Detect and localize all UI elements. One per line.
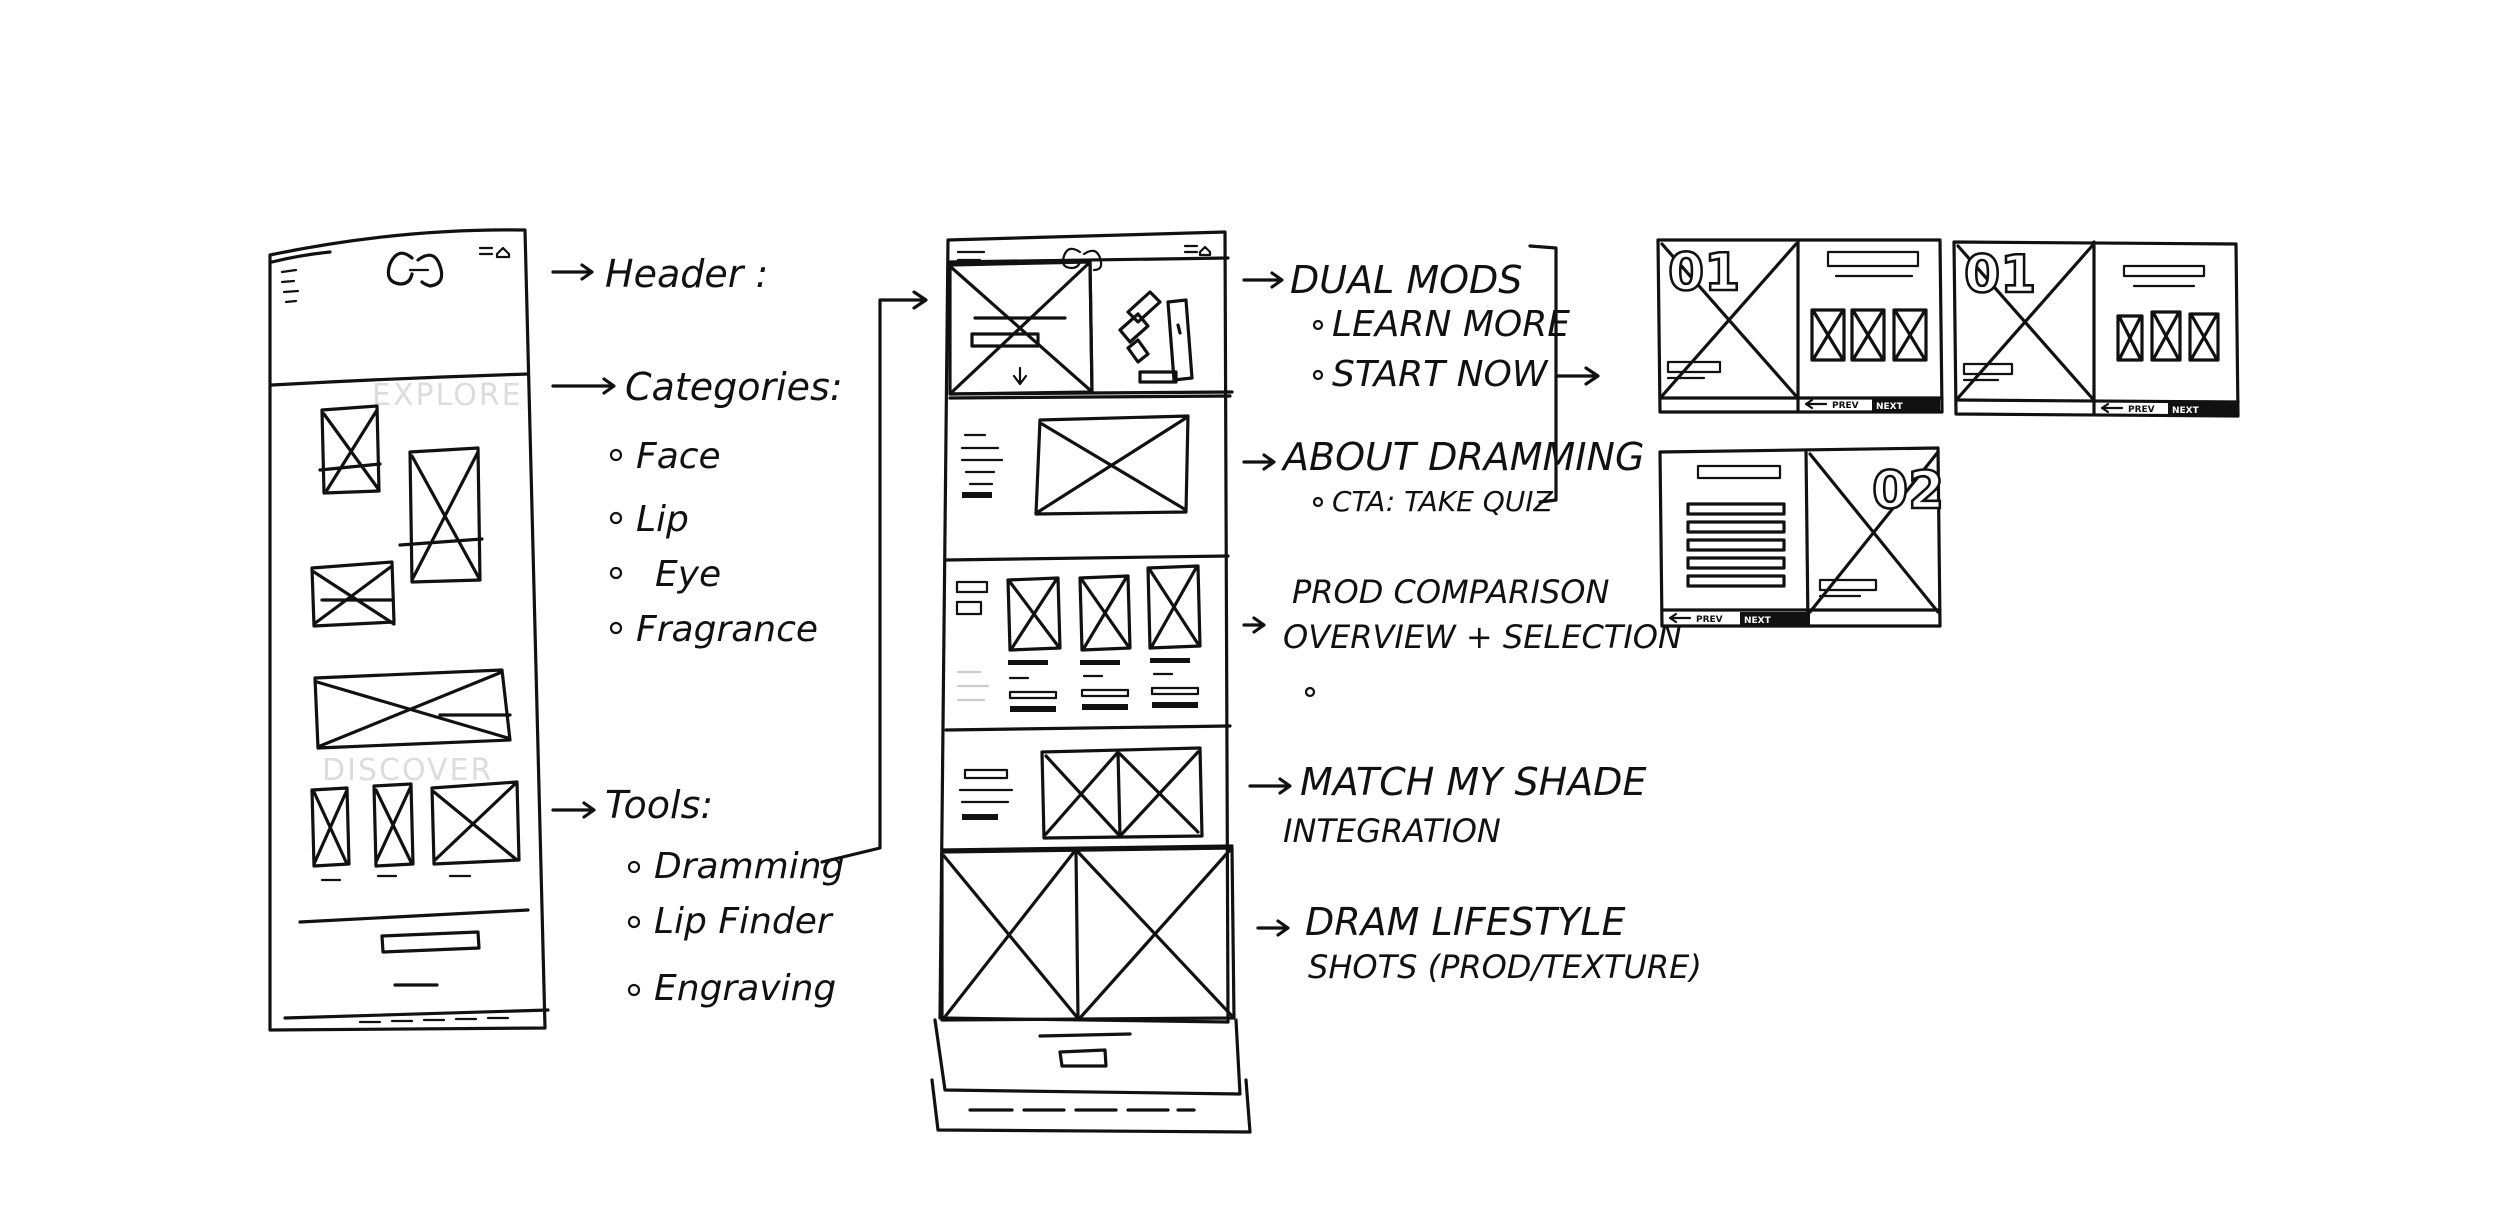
note-header: Header : [605,252,768,296]
tool-item: Lip Finder [654,901,834,942]
dramming-notes: DUAL MODS LEARN MORE START NOW ABOUT DRA… [1242,244,1702,986]
watermark-discover: DISCOVER [322,753,493,788]
next-button[interactable]: NEXT [1744,616,1772,626]
arrow-tools-icon [551,801,596,819]
homepage-notes: Header : Categories: Face Lip Eye Fragra… [551,252,928,1009]
dual-mods-item: START NOW [1332,354,1549,395]
quiz-card-1: 01 PREV NEXT [1656,238,1944,414]
arrow-dram-icon [1256,919,1290,937]
note-tools: Tools: [605,783,713,827]
arrow-quiz-icon [1554,366,1600,386]
category-item: Face [636,436,721,477]
brand-logo-icon [386,251,444,288]
quiz-card-2: 01 PREV NEXT [1952,240,2240,418]
card-number: 01 [1964,245,2036,305]
prev-button[interactable]: PREV [1696,615,1723,625]
tool-item: Engraving [654,968,836,1009]
arrow-header-icon [551,263,594,281]
category-list: Face Lip Eye Fragrance [609,436,818,650]
next-button[interactable]: NEXT [1876,402,1904,412]
brand-logo-icon [1061,247,1103,272]
note-match-line2: INTEGRATION [1283,812,1501,850]
prev-button[interactable]: PREV [1832,401,1859,411]
note-dram-line2: SHOTS (PROD/TEXTURE) [1308,948,1702,986]
note-prod-comparison-line1: PROD COMPARISON [1292,573,1609,611]
about-item: CTA: TAKE QUIZ [1332,485,1554,518]
card-number: 01 [1668,243,1740,303]
card-number: 02 [1872,461,1944,521]
arrow-prod-icon [1242,616,1266,634]
quiz-card-3: 02 PREV NEXT [1658,446,1946,628]
note-categories: Categories: [625,365,843,409]
category-item: Fragrance [636,609,818,650]
category-item: Lip [636,499,689,540]
bracket-icon [1528,244,1558,504]
watermark-explore: EXPLORE [372,378,523,413]
product-illustration [1118,290,1194,384]
note-about-dramming: ABOUT DRAMMING [1280,435,1644,479]
arrow-categories-icon [551,377,616,395]
arrow-dual-mods-icon [1242,271,1284,289]
note-dram-line1: DRAM LIFESTYLE [1305,900,1626,944]
note-prod-comparison-line2: OVERVIEW + SELECTION [1283,618,1682,656]
homepage-wireframe-sketch: EXPLORE DISCOVER [268,228,550,1032]
connector-arrow-icon [820,290,928,864]
note-match-line1: MATCH MY SHADE [1300,760,1646,804]
arrow-match-icon [1248,777,1292,795]
dramming-wireframe-sketch [930,230,1252,1134]
note-dual-mods: DUAL MODS [1290,258,1522,302]
category-item: Eye [655,554,721,595]
dual-mods-item: LEARN MORE [1332,304,1570,345]
next-button[interactable]: NEXT [2172,406,2200,416]
arrow-about-icon [1242,453,1276,471]
prev-button[interactable]: PREV [2128,405,2155,415]
tool-item: Dramming [654,846,844,887]
tools-list: Dramming Lip Finder Engraving [627,846,844,1009]
